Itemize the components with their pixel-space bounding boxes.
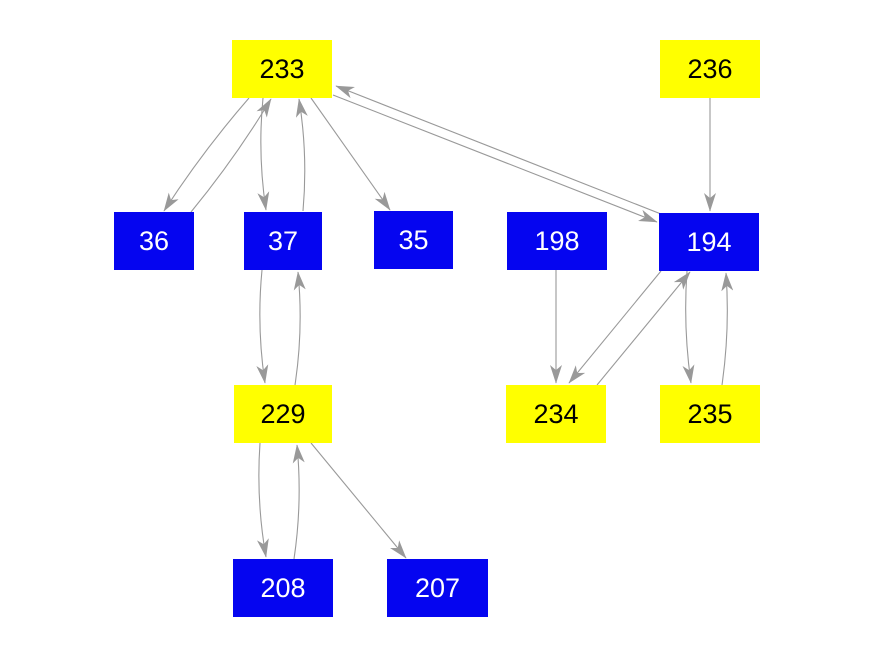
edge-234-194 <box>596 271 691 386</box>
edge-37-233 <box>295 98 308 212</box>
node-37: 37 <box>244 212 322 270</box>
node-label: 233 <box>259 53 305 84</box>
node-198: 198 <box>507 212 607 270</box>
edge-233-194 <box>332 94 658 223</box>
node-229: 229 <box>234 385 332 443</box>
node-label: 35 <box>398 224 429 255</box>
node-35: 35 <box>374 211 453 269</box>
node-label: 207 <box>414 572 461 603</box>
node-label: 229 <box>260 398 306 429</box>
node-234: 234 <box>506 385 606 443</box>
node-label: 208 <box>260 572 306 603</box>
edge-37-229 <box>256 269 269 384</box>
node-label: 234 <box>533 398 579 429</box>
node-235: 235 <box>660 385 760 443</box>
edge-233-37 <box>257 97 270 211</box>
edge-235-194 <box>721 272 734 386</box>
edge-229-207 <box>310 442 407 559</box>
edge-233-36 <box>163 97 250 212</box>
node-194: 194 <box>659 213 759 271</box>
edge-229-208 <box>256 442 269 558</box>
node-36: 36 <box>114 212 194 270</box>
node-label: 235 <box>687 398 733 429</box>
edge-36-233 <box>190 98 272 213</box>
node-236: 236 <box>660 40 760 98</box>
node-label: 36 <box>138 225 170 256</box>
node-label: 236 <box>687 53 733 84</box>
node-207: 207 <box>387 559 488 617</box>
edge-208-229 <box>292 444 305 560</box>
edge-194-234 <box>568 270 662 384</box>
node-233: 233 <box>232 40 332 98</box>
edge-229-37 <box>293 271 306 386</box>
edge-group <box>163 85 734 560</box>
edge-194-233 <box>335 85 662 215</box>
node-label: 194 <box>686 226 732 257</box>
node-208: 208 <box>233 559 333 617</box>
edge-194-235 <box>682 270 695 384</box>
node-label: 198 <box>534 225 580 256</box>
node-label: 37 <box>267 225 299 256</box>
edge-233-35 <box>310 97 391 211</box>
